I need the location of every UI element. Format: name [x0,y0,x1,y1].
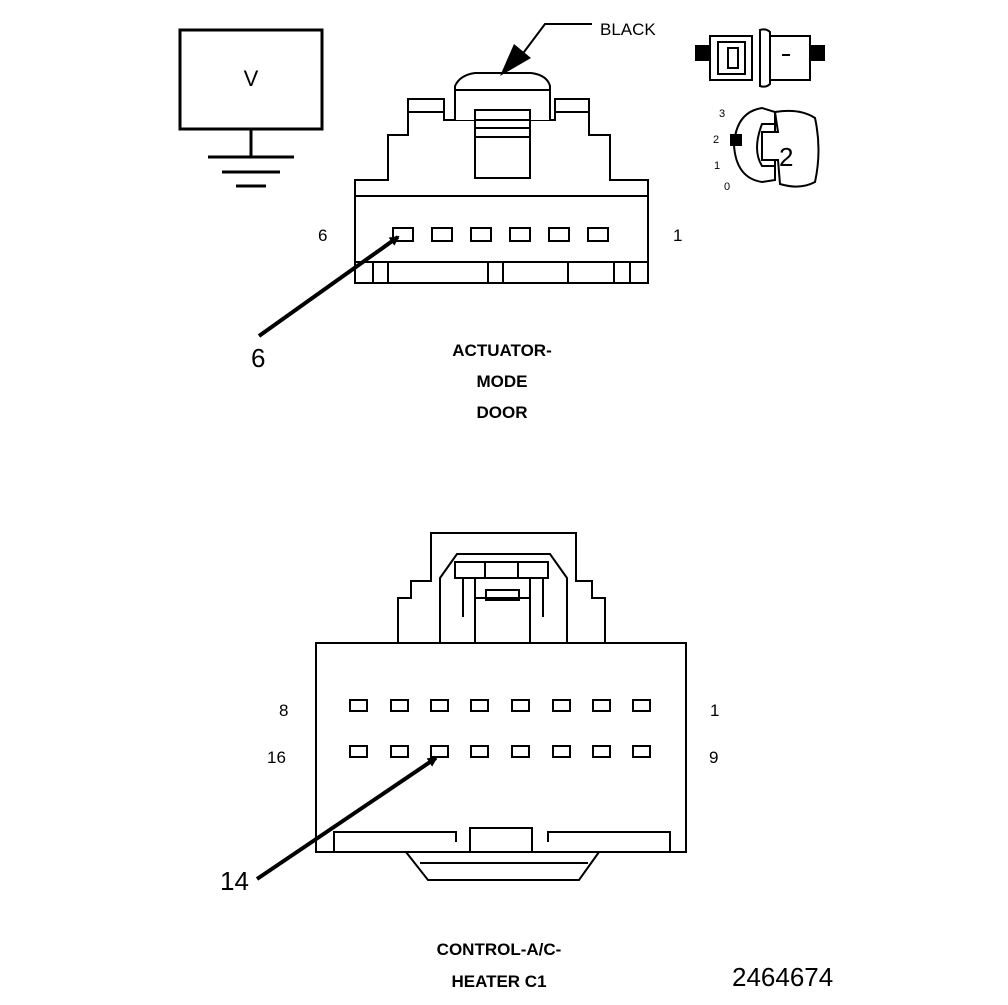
pin-left-label: 6 [318,226,327,245]
key-scale-2: 2 [713,134,719,146]
actuator-title-line-3: DOOR [477,403,528,422]
connector-color-label: BLACK [600,20,656,39]
pin-right-label: 1 [673,226,682,245]
key-scale-3: 3 [719,108,725,120]
control-pin-callout-label: 14 [220,866,249,896]
pin-callout-label: 6 [251,343,265,373]
ground-icon [208,155,294,188]
actuator-title-line-2: MODE [477,372,528,391]
figure-number: 2464674 [732,962,833,992]
control-pin-row-1 [349,699,651,712]
control-pin-row-2 [349,745,651,758]
pin-callout-arrow [257,235,400,338]
row2-right-pin-label: 9 [709,748,718,767]
row1-right-pin-label: 1 [710,701,719,720]
keyed-connector-icon: 3 2 1 0 2 [713,106,820,193]
key-scale-1: 1 [714,160,720,172]
row1-left-pin-label: 8 [279,701,288,720]
actuator-title-line-1: ACTUATOR- [452,341,551,360]
control-connector [315,532,687,881]
row2-left-pin-label: 16 [267,748,286,767]
key-scale-0: 0 [724,181,730,193]
control-pin-callout-arrow [255,756,438,881]
connector-side-view-icon [695,28,825,88]
voltmeter-symbol: V [178,28,324,188]
voltmeter-label: V [244,66,259,91]
control-title-line-1: CONTROL-A/C- [437,940,562,959]
control-connector-title: CONTROL-A/C- HEATER C1 [437,940,562,991]
color-leader [500,23,592,76]
actuator-connector-title: ACTUATOR- MODE DOOR [452,341,551,422]
control-title-line-2: HEATER C1 [451,972,546,991]
key-number: 2 [779,142,793,172]
actuator-connector [354,72,649,284]
actuator-pin-cavities [392,227,609,242]
